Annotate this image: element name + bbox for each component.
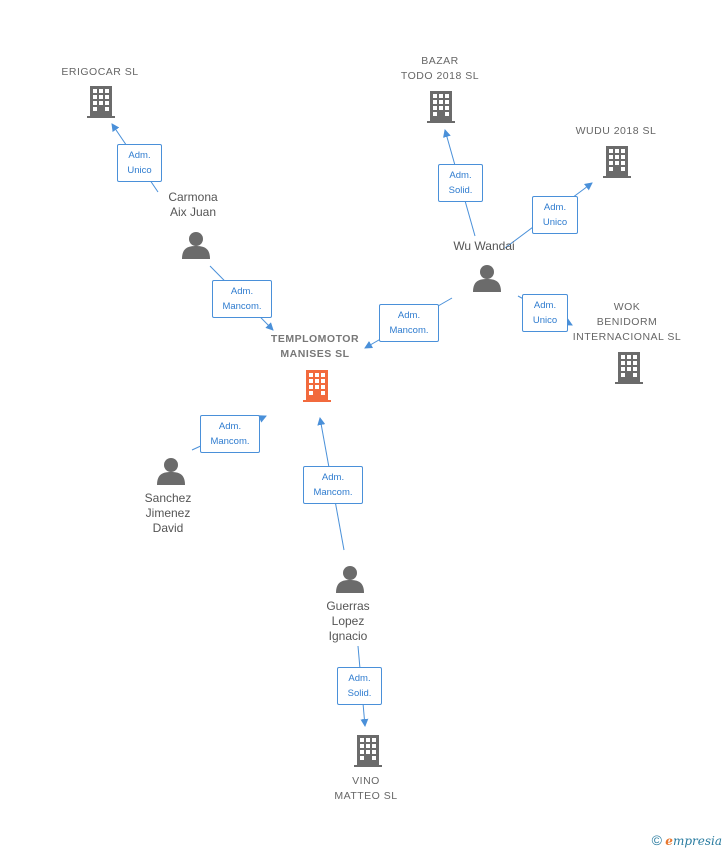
brand-logo: empresia xyxy=(665,834,722,848)
badge-wu-bazar: Adm. Solid. xyxy=(438,164,483,202)
guerras-label[interactable]: Guerras Lopez Ignacio xyxy=(326,599,370,643)
vino-label[interactable]: VINO MATTEO SL xyxy=(334,775,398,802)
sanchez-label[interactable]: Sanchez Jimenez David xyxy=(144,491,192,535)
wu-person-icon[interactable] xyxy=(473,265,501,292)
bazar-building-icon[interactable] xyxy=(427,91,455,123)
carmona-label[interactable]: Carmona Aix Juan xyxy=(168,190,218,219)
badge-wu-wudu: Adm. Unico xyxy=(532,196,578,234)
empresia-watermark: © empresia xyxy=(652,832,722,848)
erigocar-label[interactable]: ERIGOCAR SL xyxy=(61,66,139,78)
wudu-label[interactable]: WUDU 2018 SL xyxy=(575,125,657,137)
copyright-icon: © xyxy=(651,832,662,848)
wu-label[interactable]: Wu Wandai xyxy=(453,239,515,253)
sanchez-person-icon[interactable] xyxy=(157,458,185,485)
bazar-label[interactable]: BAZAR TODO 2018 SL xyxy=(400,55,480,82)
badge-guerras-main: Adm. Mancom. xyxy=(303,466,363,504)
main-company-building-icon[interactable] xyxy=(303,370,331,402)
badge-guerras-vino: Adm. Solid. xyxy=(337,667,382,705)
badge-carmona-main: Adm. Mancom. xyxy=(212,280,272,318)
wudu-building-icon[interactable] xyxy=(603,146,631,178)
main-company-label[interactable]: TEMPLOMOTOR MANISES SL xyxy=(270,333,360,360)
carmona-person-icon[interactable] xyxy=(182,232,210,259)
badge-carmona-erigocar: Adm. Unico xyxy=(117,144,162,182)
badge-sanchez-main: Adm. Mancom. xyxy=(200,415,260,453)
vino-building-icon[interactable] xyxy=(354,735,382,767)
wok-label[interactable]: WOK BENIDORM INTERNACIONAL SL xyxy=(572,301,682,343)
erigocar-building-icon[interactable] xyxy=(87,86,115,118)
guerras-person-icon[interactable] xyxy=(336,566,364,593)
wok-building-icon[interactable] xyxy=(615,352,643,384)
badge-wu-main: Adm. Mancom. xyxy=(379,304,439,342)
badge-wu-wok: Adm. Unico xyxy=(522,294,568,332)
